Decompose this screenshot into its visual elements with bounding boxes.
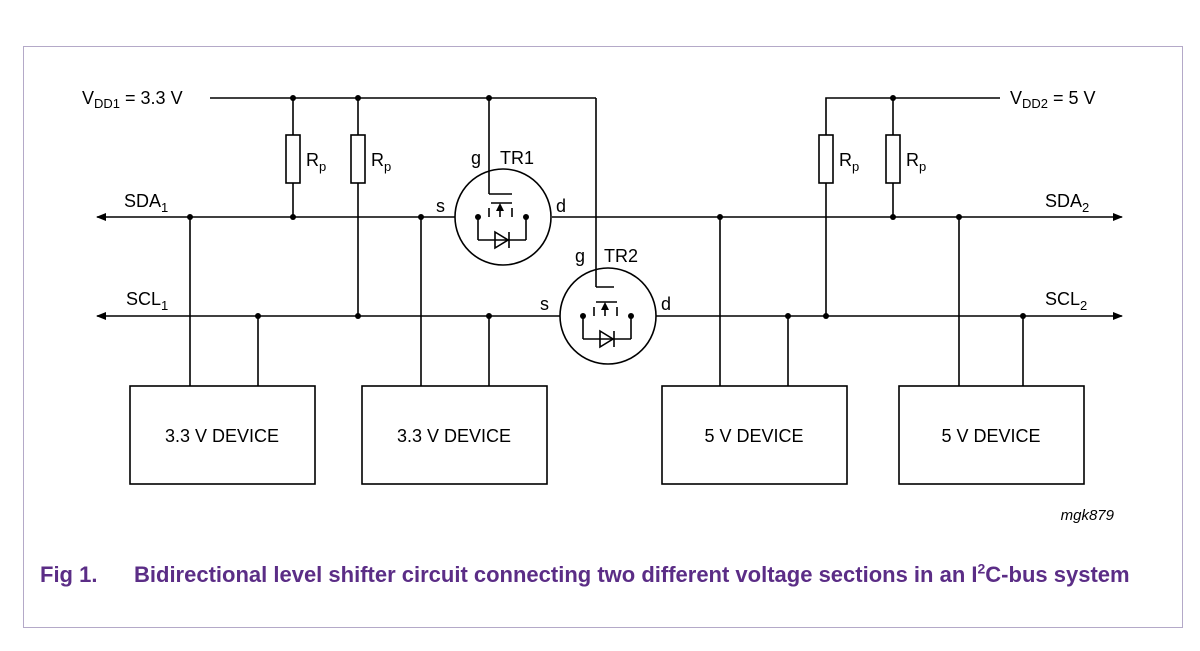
- vdd1-label: VDD1 = 3.3 V: [82, 88, 183, 111]
- pullup-resistor: [818, 134, 834, 184]
- caption-text: Bidirectional level shifter circuit conn…: [134, 560, 1130, 587]
- pullup-resistor: [350, 134, 366, 184]
- vdd2-label: VDD2 = 5 V: [1010, 88, 1096, 111]
- pullup-resistor: [285, 134, 301, 184]
- device-box: [129, 385, 316, 485]
- tr2-name-label: TR2: [604, 246, 638, 266]
- tr1-source-label: s: [436, 196, 445, 216]
- tr2-transistor: [559, 267, 657, 365]
- vdd2-rail: [825, 97, 1000, 135]
- sda1-label: SDA1: [124, 191, 168, 215]
- device-box: [661, 385, 848, 485]
- pullup-resistor: [885, 134, 901, 184]
- resistor-label: Rp: [371, 150, 391, 174]
- device-label: 5 V DEVICE: [704, 426, 803, 446]
- scl2-label: SCL2: [1045, 289, 1087, 313]
- device-box: [361, 385, 548, 485]
- tr2-gate-label: g: [575, 246, 585, 266]
- figure-frame: [23, 46, 1183, 628]
- scl1-label: SCL1: [126, 289, 168, 313]
- figure-id-label: mgk879: [1061, 507, 1115, 524]
- sda2-label: SDA2: [1045, 191, 1089, 215]
- tr2-source-label: s: [540, 294, 549, 314]
- device-box: [898, 385, 1085, 485]
- tr2-drain-label: d: [661, 294, 671, 314]
- device-label: 3.3 V DEVICE: [397, 426, 511, 446]
- figure-number: Fig 1.: [40, 562, 98, 587]
- device-label: 3.3 V DEVICE: [165, 426, 279, 446]
- resistor-label: Rp: [839, 150, 859, 174]
- tr1-drain-label: d: [556, 196, 566, 216]
- resistor-label: Rp: [306, 150, 326, 174]
- resistor-label: Rp: [906, 150, 926, 174]
- device-label: 5 V DEVICE: [941, 426, 1040, 446]
- tr1-transistor: [454, 168, 552, 266]
- tr1-gate-label: g: [471, 148, 481, 168]
- tr1-name-label: TR1: [500, 148, 534, 168]
